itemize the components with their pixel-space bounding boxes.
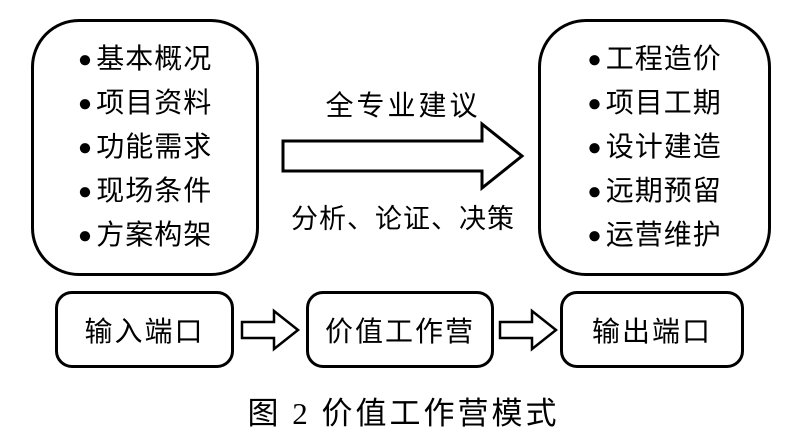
input-factors-list: ● 基本概况 ● 项目资料 ● 功能需求 ● 现场条件 ● 方案构架 xyxy=(78,43,213,252)
output-factors-list: ● 工程造价 ● 项目工期 ● 设计建造 ● 远期预留 ● 运营维护 xyxy=(587,43,722,252)
main-arrow-label-top: 全专业建议 xyxy=(325,91,481,122)
bullet-icon: ● xyxy=(587,134,603,161)
list-item: ● 功能需求 xyxy=(78,131,213,164)
list-item-label: 项目工期 xyxy=(605,88,722,119)
list-item: ● 远期预留 xyxy=(587,175,722,208)
flow-node-label: 输出端口 xyxy=(591,316,712,348)
list-item-label: 现场条件 xyxy=(96,176,213,207)
bullet-icon: ● xyxy=(587,222,603,249)
input-factors-box: ● 基本概况 ● 项目资料 ● 功能需求 ● 现场条件 ● 方案构架 xyxy=(31,19,259,276)
list-item: ● 方案构架 xyxy=(78,219,213,252)
list-item: ● 运营维护 xyxy=(587,219,722,252)
list-item-label: 远期预留 xyxy=(605,176,722,207)
output-factors-box: ● 工程造价 ● 项目工期 ● 设计建造 ● 远期预留 ● 运营维护 xyxy=(538,19,771,276)
list-item: ● 工程造价 xyxy=(587,43,722,76)
list-item: ● 基本概况 xyxy=(78,43,213,76)
list-item-label: 运营维护 xyxy=(605,220,722,251)
flow-node-input-port: 输入端口 xyxy=(55,291,234,368)
flow-node-value-workshop: 价值工作营 xyxy=(306,291,494,368)
list-item-label: 方案构架 xyxy=(96,220,213,251)
list-item: ● 现场条件 xyxy=(78,175,213,208)
list-item-label: 设计建造 xyxy=(605,132,722,163)
bullet-icon: ● xyxy=(587,178,603,205)
flow-node-output-port: 输出端口 xyxy=(560,291,744,368)
flow-node-label: 输入端口 xyxy=(84,316,205,348)
list-item-label: 基本概况 xyxy=(96,44,213,75)
list-item: ● 项目工期 xyxy=(587,87,722,120)
bullet-icon: ● xyxy=(77,222,94,249)
bullet-icon: ● xyxy=(587,46,603,73)
figure-caption: 图 2 价值工作营模式 xyxy=(247,396,560,431)
bullet-icon: ● xyxy=(587,90,603,117)
bullet-icon: ● xyxy=(77,46,94,73)
flow-node-label: 价值工作营 xyxy=(324,316,475,348)
bullet-icon: ● xyxy=(77,90,94,117)
main-right-arrow-icon xyxy=(281,120,525,192)
list-item: ● 项目资料 xyxy=(78,87,213,120)
bullet-icon: ● xyxy=(77,134,94,161)
flow-right-arrow-icon xyxy=(240,308,301,352)
list-item: ● 设计建造 xyxy=(587,131,722,164)
main-arrow-label-bottom: 分析、论证、决策 xyxy=(291,204,515,234)
list-item-label: 功能需求 xyxy=(96,132,213,163)
list-item-label: 工程造价 xyxy=(605,44,722,75)
flow-right-arrow-icon xyxy=(498,308,559,352)
bullet-icon: ● xyxy=(77,178,94,205)
list-item-label: 项目资料 xyxy=(96,88,213,119)
